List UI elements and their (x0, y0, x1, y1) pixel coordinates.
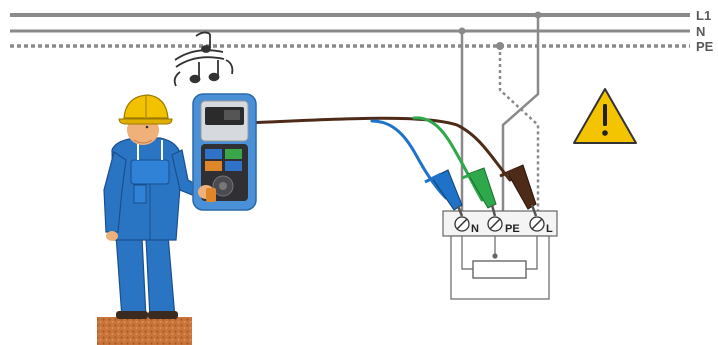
measuring-instrument (192, 93, 257, 211)
terminal-n: N (454, 216, 479, 235)
socket-wiring (458, 11, 542, 212)
socket-box: N PE L (442, 210, 558, 300)
worker-figure (103, 94, 203, 319)
terminal-pe-label: PE (505, 223, 520, 235)
probe-brown (499, 164, 538, 217)
terminal-l-label: L (546, 223, 553, 235)
helmet (118, 94, 173, 125)
lead-blue (370, 119, 448, 200)
label-pe: PE (696, 39, 714, 54)
terminal-n-label: N (471, 223, 479, 235)
lead-green (412, 116, 484, 202)
label-l1: L1 (696, 8, 711, 23)
mains-lines: L1 N PE (10, 8, 714, 54)
label-n: N (696, 24, 705, 39)
lead-brown (243, 116, 512, 182)
load-resistor (472, 260, 527, 279)
ground-block (97, 317, 192, 345)
music-notes-icon (173, 31, 234, 87)
terminal-l: L (529, 216, 553, 235)
warning-triangle-icon (573, 88, 637, 144)
probe-blue (424, 169, 464, 217)
terminal-pe: PE (487, 216, 520, 235)
test-leads (243, 116, 512, 202)
probe-green (461, 167, 497, 217)
